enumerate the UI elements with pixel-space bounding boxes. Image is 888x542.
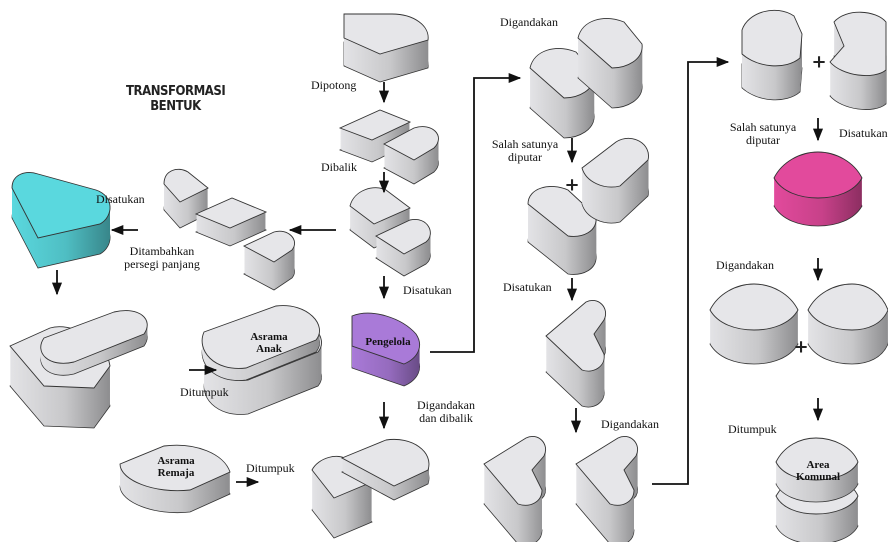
arrow-to-right-col (430, 72, 522, 353)
shape-asrama-anak-top (201, 305, 320, 381)
label-digandakan-dibalik-2: dan dibalik (419, 411, 473, 425)
label-dibalik: Dibalik (321, 160, 357, 174)
shape-added-box (194, 197, 268, 247)
arrow-to-far-col (652, 56, 730, 485)
shape-r-merged (545, 300, 606, 408)
diagram-title: TRANSFORMASI BENTUK (126, 84, 226, 114)
label-ditambahkan-2: persegi panjang (124, 257, 200, 271)
label-disatukan-center: Disatukan (403, 283, 452, 297)
shape-added-2 (242, 230, 295, 291)
shape-r-pair-b (575, 436, 638, 542)
label-salah-satunya-2a: Salah satunya (729, 120, 797, 134)
shape-stadium-b (40, 310, 148, 376)
label-ditambahkan: Ditambahkan persegi panjang (124, 245, 200, 271)
label-disatukan-left: Disatukan (96, 192, 145, 206)
shape-r-rot-b (581, 137, 649, 224)
shape-magenta (773, 151, 863, 227)
shape-shield-b (807, 283, 888, 365)
block-asrama-remaja-label: Asrama Remaja (157, 455, 194, 479)
plus-icon: + (564, 174, 580, 196)
label-digandakan-3: Digandakan (716, 258, 774, 272)
label-salah-satunya-1a: Salah satunya (491, 137, 559, 151)
shape-r-rot-a (527, 186, 597, 275)
shape-komunal-top (775, 437, 859, 503)
label-ditumpuk-1: Ditumpuk (180, 385, 229, 399)
asrama-anak-line-1: Asrama (250, 331, 288, 343)
label-salah-satunya-1: Salah satunya diputar (492, 138, 558, 164)
shape-cut-right (383, 126, 439, 185)
shape-pengelola (351, 312, 420, 387)
label-salah-satunya-2: Salah satunya diputar (730, 121, 796, 147)
asrama-remaja-line-2: Remaja (157, 467, 195, 479)
shape-shield-a (709, 283, 799, 365)
shape-cut-left (338, 109, 412, 163)
shape-asrama-remaja (119, 444, 231, 514)
title-line-1: TRANSFORMASI (126, 84, 226, 99)
block-pengelola-label: Pengelola (365, 336, 411, 348)
shape-flip-right (375, 219, 431, 277)
shape-added-1 (163, 168, 209, 229)
label-salah-satunya-2b: diputar (745, 133, 780, 147)
label-digandakan-dibalik: Digandakan dan dibalik (417, 399, 475, 425)
title-line-2: BENTUK (150, 99, 201, 114)
label-salah-satunya-1b: diputar (507, 150, 542, 164)
shape-flip-left (349, 187, 411, 249)
label-disatukan-right: Disatukan (503, 280, 552, 294)
shape-dup-right (340, 438, 430, 501)
shape-r-pair-a (483, 436, 546, 542)
plus-icon: + (793, 336, 809, 358)
label-disatukan-cut: Disatukan (839, 126, 888, 140)
shape-far-a (741, 9, 803, 101)
block-area-komunal-label: Area Komunal (796, 459, 840, 483)
area-komunal-line-2: Komunal (795, 471, 841, 483)
label-ditumpuk-3: Ditumpuk (728, 422, 777, 436)
shape-dup-left (311, 456, 373, 539)
plus-icon: + (811, 51, 827, 73)
shape-cyan-merged (11, 172, 111, 269)
label-ditambahkan-1: Ditambahkan (129, 244, 195, 258)
block-asrama-anak-label: Asrama Anak (250, 331, 287, 355)
label-digandakan-dibalik-1: Digandakan (417, 398, 475, 412)
label-digandakan-2: Digandakan (601, 417, 659, 431)
asrama-remaja-line-1: Asrama (157, 455, 195, 467)
shape-r-dup-b (577, 18, 643, 109)
label-digandakan-1: Digandakan (500, 15, 558, 29)
shape-far-b (829, 11, 887, 110)
asrama-anak-line-2: Anak (256, 343, 282, 355)
area-komunal-line-1: Area (806, 459, 830, 471)
label-dipotong: Dipotong (311, 78, 357, 92)
shape-quarter-top (343, 13, 429, 83)
label-ditumpuk-2: Ditumpuk (246, 461, 295, 475)
